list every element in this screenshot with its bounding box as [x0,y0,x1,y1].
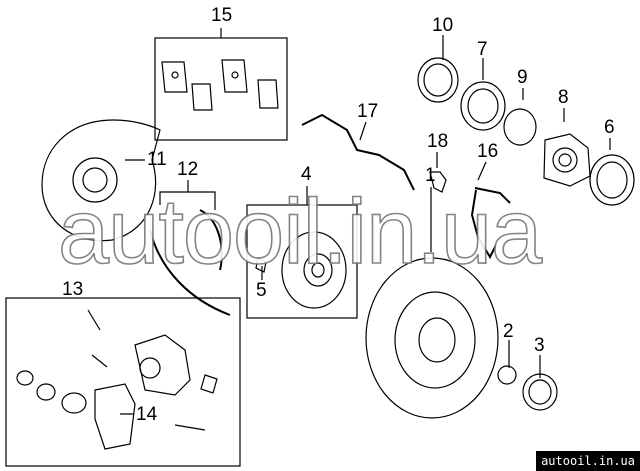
callout-9: 9 [517,67,528,88]
caliper-box [5,297,241,467]
callout-4: 4 [301,164,312,185]
callout-12: 12 [177,159,199,180]
leader-lines [120,28,611,415]
callout-6: 6 [604,117,615,138]
bracket-18 [429,171,447,193]
oil-seals [417,57,635,206]
backing-plate [41,119,161,242]
cap [522,373,558,411]
site-label: autooil.in.ua [536,451,640,471]
caliper-assembly [16,309,218,450]
callout-16: 16 [477,141,499,162]
hub-box [246,204,358,319]
watermark: autooil.in.ua [57,181,543,283]
callout-10: 10 [432,15,454,36]
callout-3: 3 [534,335,545,356]
callout-5: 5 [256,280,267,301]
sensor-wire-17 [301,113,415,191]
callout-18: 18 [427,131,449,152]
callout-13: 13 [62,279,84,300]
pad-kit-box [154,37,288,141]
callout-14: 14 [136,404,158,425]
callout-7: 7 [477,39,488,60]
brake-pads [161,59,279,111]
brake-disc [365,257,499,419]
nut [497,365,517,385]
bearing-hub [543,133,591,187]
callout-17: 17 [357,101,379,122]
callout-2: 2 [503,321,514,342]
callout-8: 8 [558,87,569,108]
axle-hub [255,231,347,309]
sensor-16 [470,187,511,260]
callout-15: 15 [211,5,233,26]
callout-1: 1 [425,165,436,186]
callout-11: 11 [147,149,167,170]
cap-inner [528,379,552,405]
brake-shoes [149,209,231,316]
